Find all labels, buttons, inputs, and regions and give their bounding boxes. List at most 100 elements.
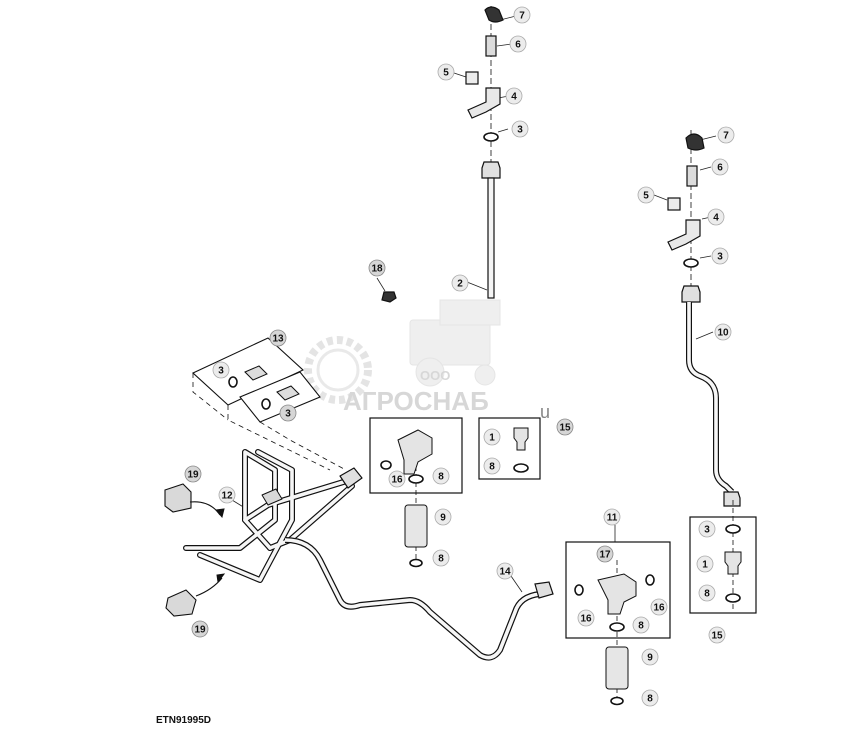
combine-harvester-logo-icon [409,299,501,387]
clip-icon [164,483,192,513]
callout-c15a: 15 [556,418,574,436]
callout-c16c: 16 [577,609,595,627]
washer-icon [513,463,529,473]
callout-c3a: 3 [511,120,529,138]
callout-c8a: 8 [432,467,450,485]
callout-bubble [641,689,659,707]
pipe-nut-icon [681,285,701,303]
callout-c6b: 6 [711,158,729,176]
callout-label: 8 [638,621,644,632]
callout-c9b: 9 [641,648,659,666]
callout-label: 16 [653,603,665,614]
callout-bubble [483,457,501,475]
callout-c7b: 7 [717,126,735,144]
cap-icon [685,133,705,151]
callout-label: 9 [647,653,653,664]
callout-c8f: 8 [698,584,716,602]
callout-bubble [496,562,514,580]
vertical-pipe-assembly [381,6,504,303]
callout-label: 14 [499,567,511,578]
callout-label: 5 [443,68,449,79]
callout-label: 18 [371,264,383,275]
washer-icon [574,584,584,596]
fitting-icon [261,488,283,506]
callout-label: 9 [440,513,446,524]
callout-c8e: 8 [641,689,659,707]
bolt-icon [465,71,479,85]
reference-code: ETN91995D [156,715,211,726]
callout-bubble [368,259,386,277]
callout-label: 8 [438,554,444,565]
callout-label: 12 [221,491,233,502]
callout-c5a: 5 [437,63,455,81]
callout-c19b: 19 [191,620,209,638]
callout-c3d: 3 [279,404,297,422]
right-pipe-assembly [667,130,741,507]
callout-bubble [596,545,614,563]
callout-label: 5 [643,191,649,202]
callout-label: 3 [218,366,224,377]
callout-bubble [483,428,501,446]
callout-bubble [717,126,735,144]
clips-19 [164,483,226,617]
callout-c3c: 3 [212,361,230,379]
adapter-icon [276,385,300,401]
fuel-line-bundle [183,449,363,583]
callout-c15b: 15 [708,626,726,644]
parts-group-11 [565,541,671,706]
callout-bubble [511,120,529,138]
callout-bubble [711,158,729,176]
washer-icon [725,593,741,603]
nipple-icon [686,165,698,187]
callout-label: 3 [285,409,291,420]
callout-c18: 18 [368,259,386,277]
callout-c8c: 8 [483,457,501,475]
callout-label: 8 [438,472,444,483]
callout-label: 3 [717,252,723,263]
callout-label: 6 [717,163,723,174]
callout-bubble [434,508,452,526]
callout-bubble [632,616,650,634]
callout-c7a: 7 [513,6,531,24]
callout-c13: 13 [269,329,287,347]
watermark-name: АГРОСНАБ [343,386,489,416]
callout-c10: 10 [714,323,732,341]
washer-icon [683,258,699,268]
callout-bubble [603,508,621,526]
washer-icon [228,376,238,388]
callout-c5b: 5 [637,186,655,204]
callout-bubble [509,35,527,53]
washer-icon [261,398,271,410]
callout-bubble [437,63,455,81]
callout-bubble [577,609,595,627]
callout-bubble [708,626,726,644]
watermark: ООО АГРОСНАБ u [304,299,550,422]
washer-icon [409,558,423,568]
callout-bubble [184,465,202,483]
callout-c16a: 16 [388,470,406,488]
callout-label: 13 [272,334,284,345]
callout-label: 3 [517,125,523,136]
clip-icon [165,589,197,617]
connector-icon [724,551,742,575]
callout-label: 7 [519,11,525,22]
callout-bubble [451,274,469,292]
callout-bubble [714,323,732,341]
callout-c1b: 1 [696,555,714,573]
callout-bubble [218,486,236,504]
watermark-trailing: u [540,402,550,422]
callout-bubble [707,208,725,226]
washer-icon [483,132,499,142]
washer-icon [610,696,624,706]
cap-icon [484,6,504,23]
washer-icon [380,460,392,470]
callout-label: 3 [704,525,710,536]
callout-c2: 2 [451,274,469,292]
tee-fitting-icon [397,429,433,475]
pipe-nut-icon [339,467,363,489]
callout-c3b: 3 [711,247,729,265]
washer-icon [645,574,655,586]
callout-label: 16 [391,475,403,486]
